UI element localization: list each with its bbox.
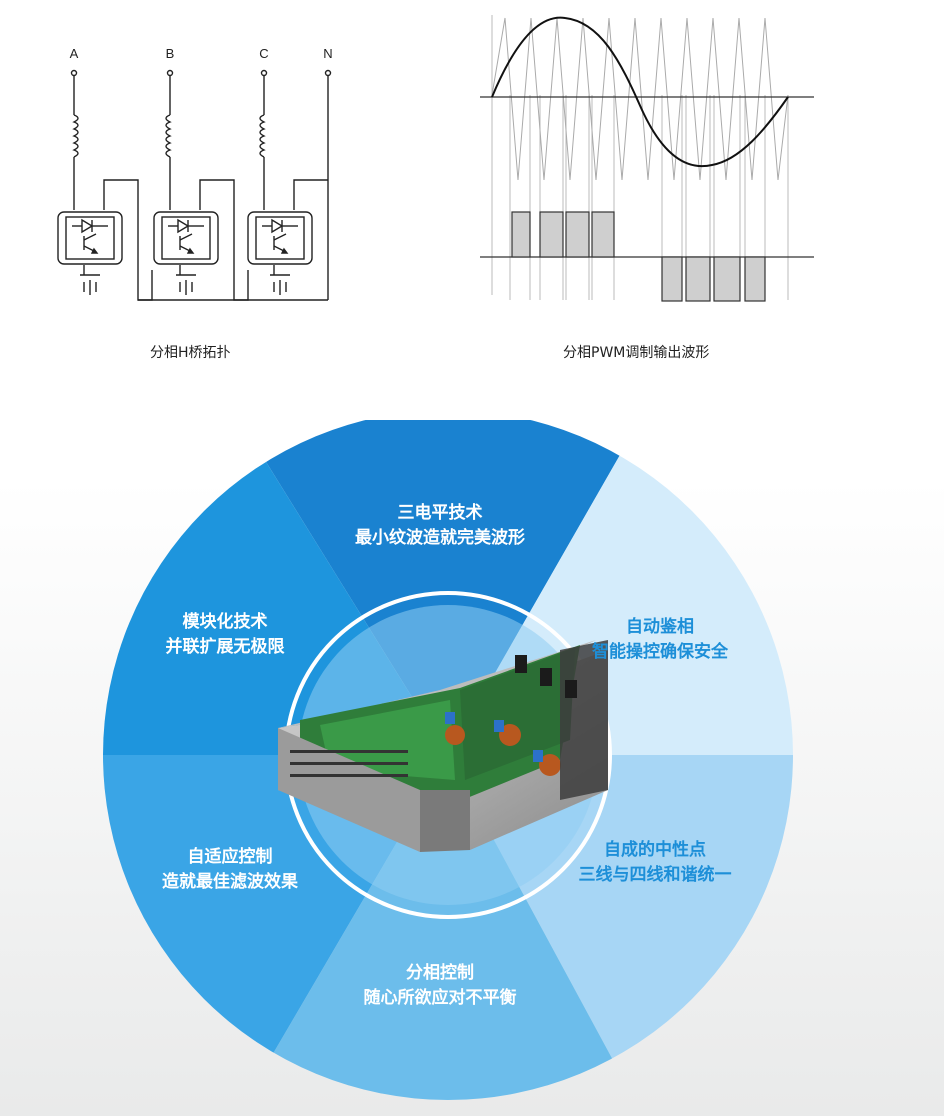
feature-subtitle: 随心所欲应对不平衡	[363, 988, 517, 1008]
phase-label-n: N	[323, 46, 332, 61]
igbt-module-b	[153, 211, 219, 295]
feature-auto-phase: 自动鉴相 智能操控确保安全	[560, 615, 760, 665]
feature-title: 自成的中性点	[604, 840, 706, 860]
segment-phase-control	[240, 755, 640, 1100]
feature-title: 分相控制	[406, 963, 474, 983]
feature-three-level: 三电平技术 最小纹波造就完美波形	[330, 501, 550, 551]
feature-subtitle: 智能操控确保安全	[592, 642, 728, 662]
top-diagrams: A B C N	[57, 15, 814, 302]
h-bridge-topology: A B C N	[57, 46, 333, 301]
waveform-caption: 分相PWM调制输出波形	[563, 345, 710, 361]
apf-module-image	[278, 640, 608, 852]
feature-title: 自动鉴相	[626, 617, 694, 637]
feature-adaptive: 自适应控制 造就最佳滤波效果	[130, 845, 330, 895]
feature-subtitle: 最小纹波造就完美波形	[355, 528, 525, 548]
feature-neutral-point: 自成的中性点 三线与四线和谐统一	[545, 838, 765, 888]
topology-caption: 分相H桥拓扑	[150, 345, 231, 361]
phase-label-a: A	[70, 46, 79, 61]
feature-title: 模块化技术	[182, 612, 268, 632]
feature-phase-control: 分相控制 随心所欲应对不平衡	[330, 961, 550, 1011]
segment-three-level	[240, 420, 640, 755]
pwm-waveform	[480, 15, 814, 302]
phase-label-c: C	[259, 46, 268, 61]
igbt-module-c	[247, 211, 313, 295]
igbt-module-a	[57, 211, 123, 295]
feature-title: 自适应控制	[187, 847, 273, 867]
feature-subtitle: 三线与四线和谐统一	[578, 865, 732, 885]
feature-subtitle: 并联扩展无极限	[165, 637, 285, 657]
feature-modular: 模块化技术 并联扩展无极限	[125, 610, 325, 660]
feature-title: 三电平技术	[397, 503, 483, 523]
phase-label-b: B	[166, 46, 175, 61]
feature-subtitle: 造就最佳滤波效果	[162, 872, 298, 892]
